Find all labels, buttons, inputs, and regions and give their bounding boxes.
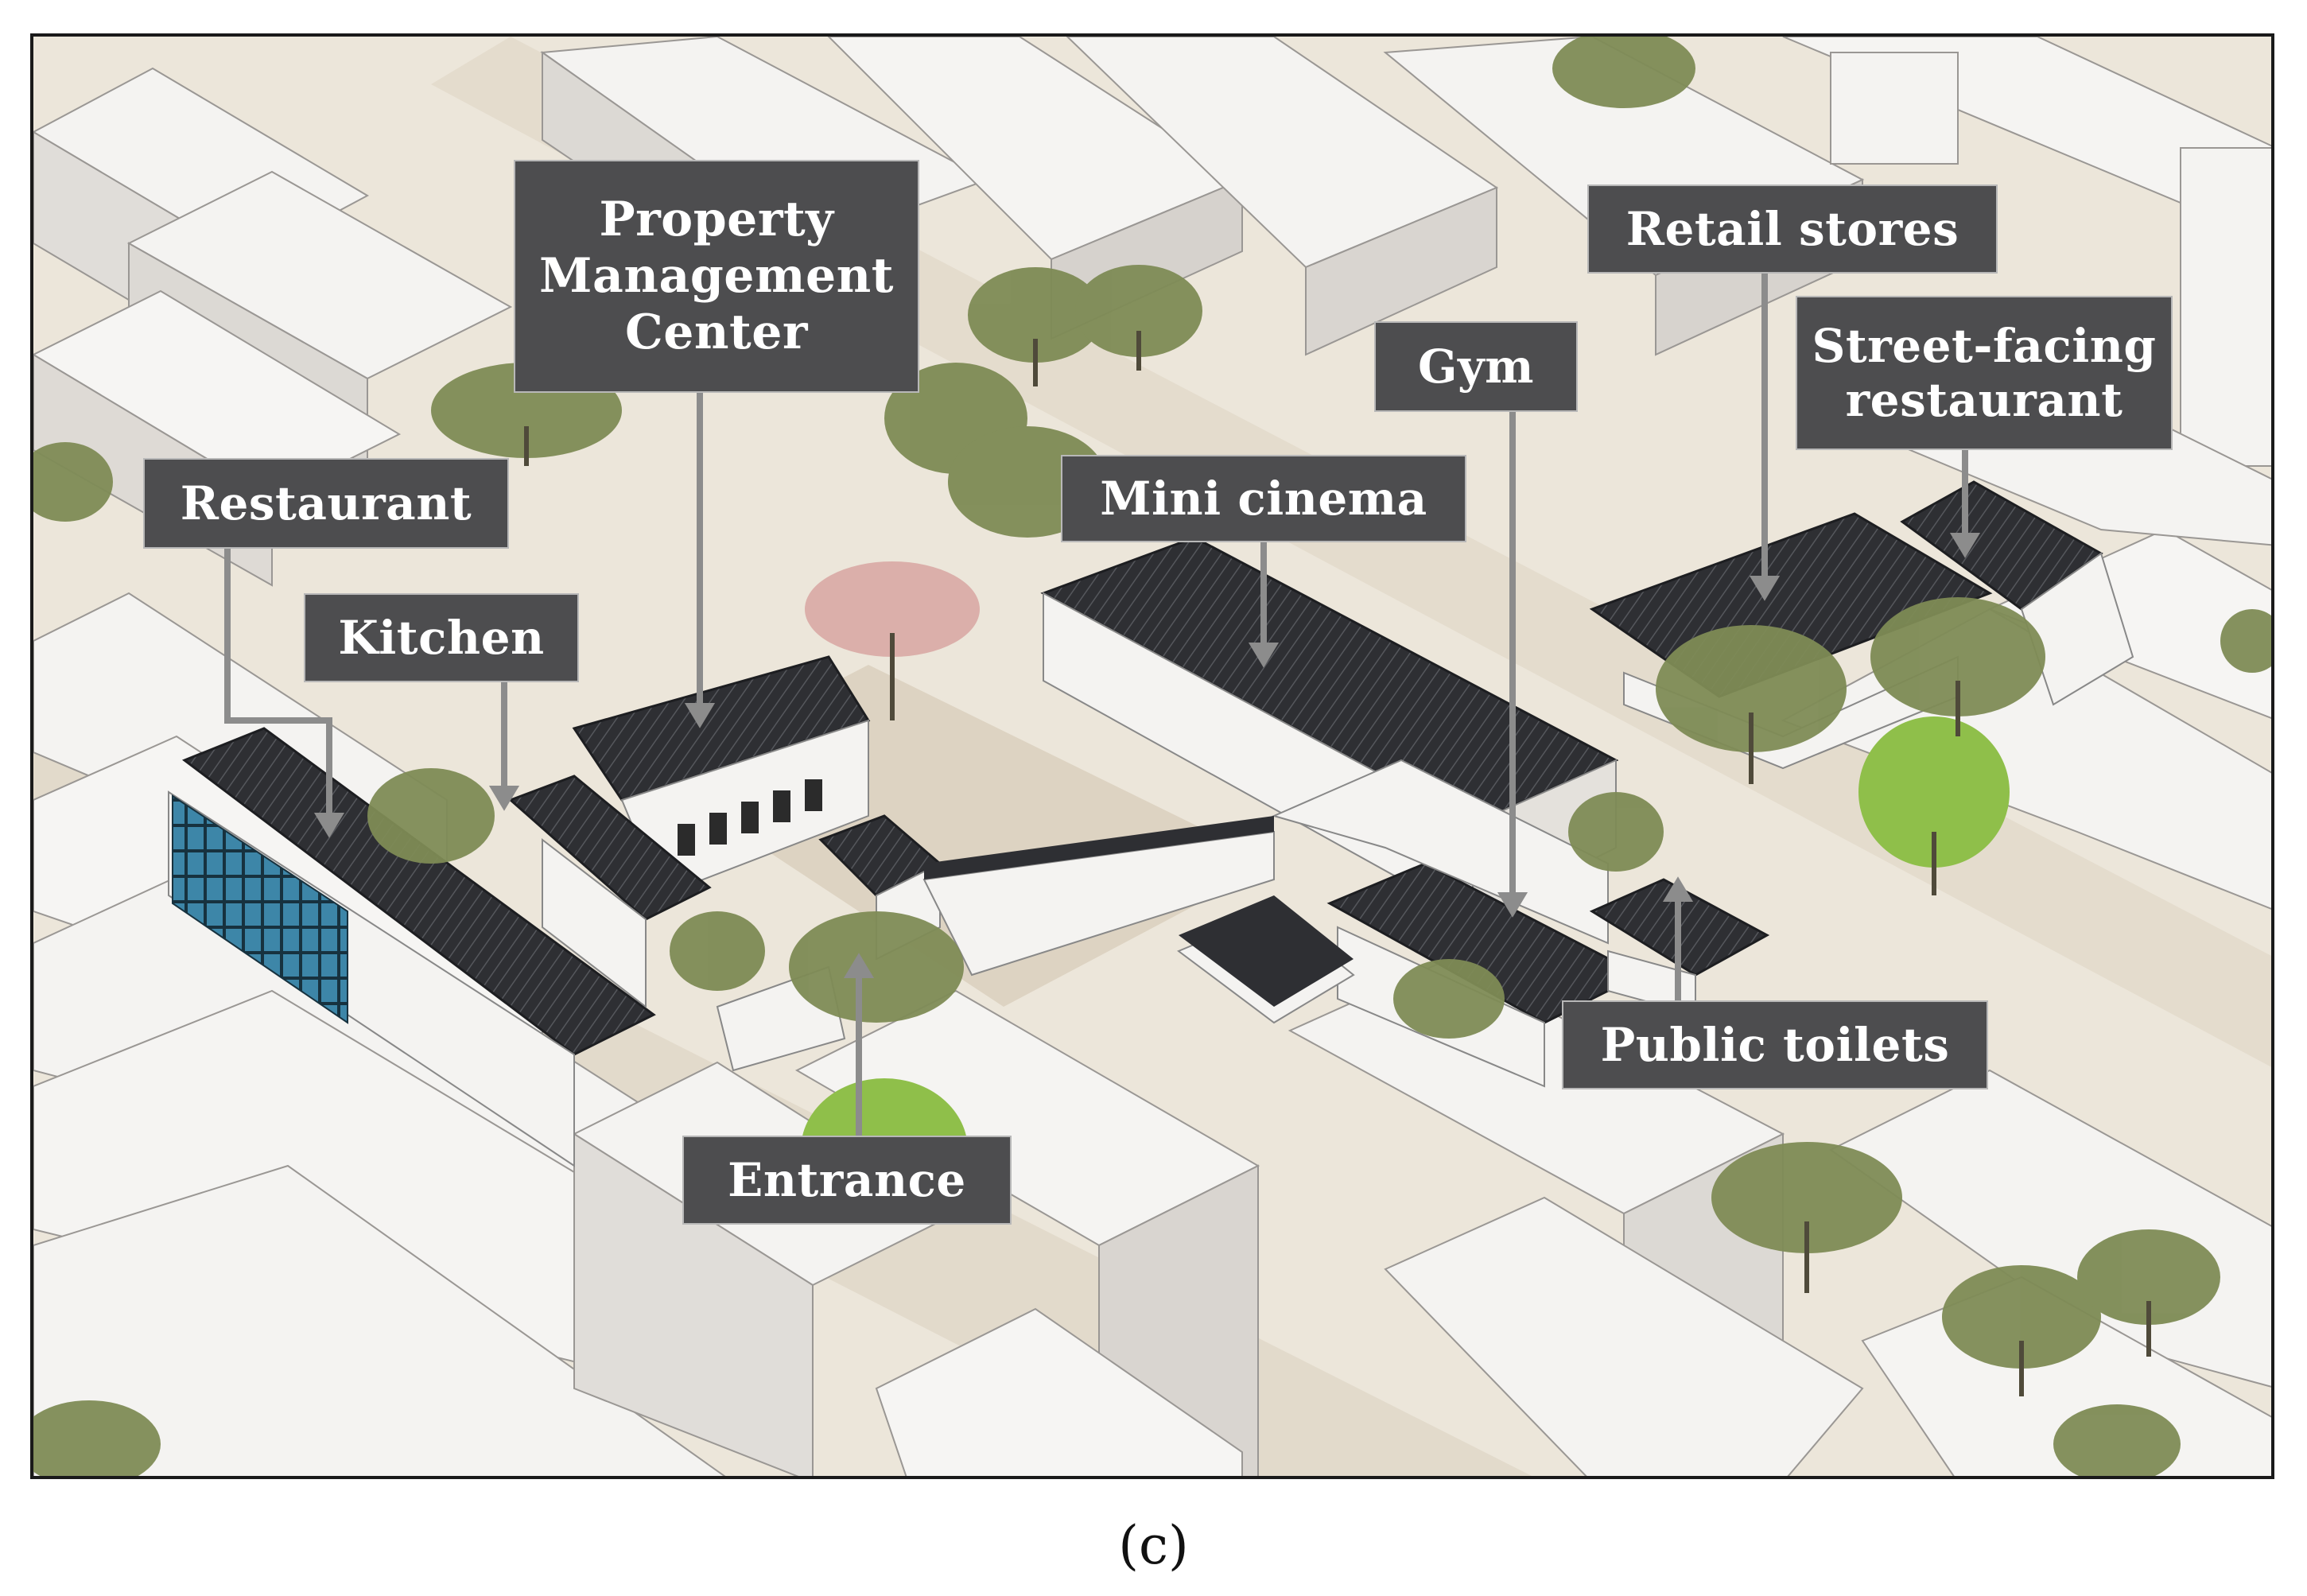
label-gym: Gym [1374,321,1578,412]
label-street-facing-restaurant: Street-facing restaurant [1796,296,2173,450]
label-public-toilets: Public toilets [1562,1000,1988,1089]
site-axonometric-illustration: Property Management Center Retail stores… [30,33,2274,1479]
label-retail-stores: Retail stores [1587,184,1998,274]
street-facing-restaurant-building [1900,480,2134,706]
label-mini-cinema: Mini cinema [1061,455,1466,542]
entrance-gate [716,814,1355,1072]
trees [33,37,2271,1476]
label-restaurant: Restaurant [143,458,509,549]
figure-caption: (c) [1118,1515,1189,1576]
leader-restaurant [224,549,332,816]
label-kitchen: Kitchen [304,593,579,682]
kitchen-building [508,775,712,1009]
label-property-management-center: Property Management Center [514,160,919,393]
leader-lines [224,274,1981,1136]
property-management-building [572,655,871,897]
label-entrance: Entrance [682,1136,1012,1225]
restaurant-building [168,727,656,1167]
